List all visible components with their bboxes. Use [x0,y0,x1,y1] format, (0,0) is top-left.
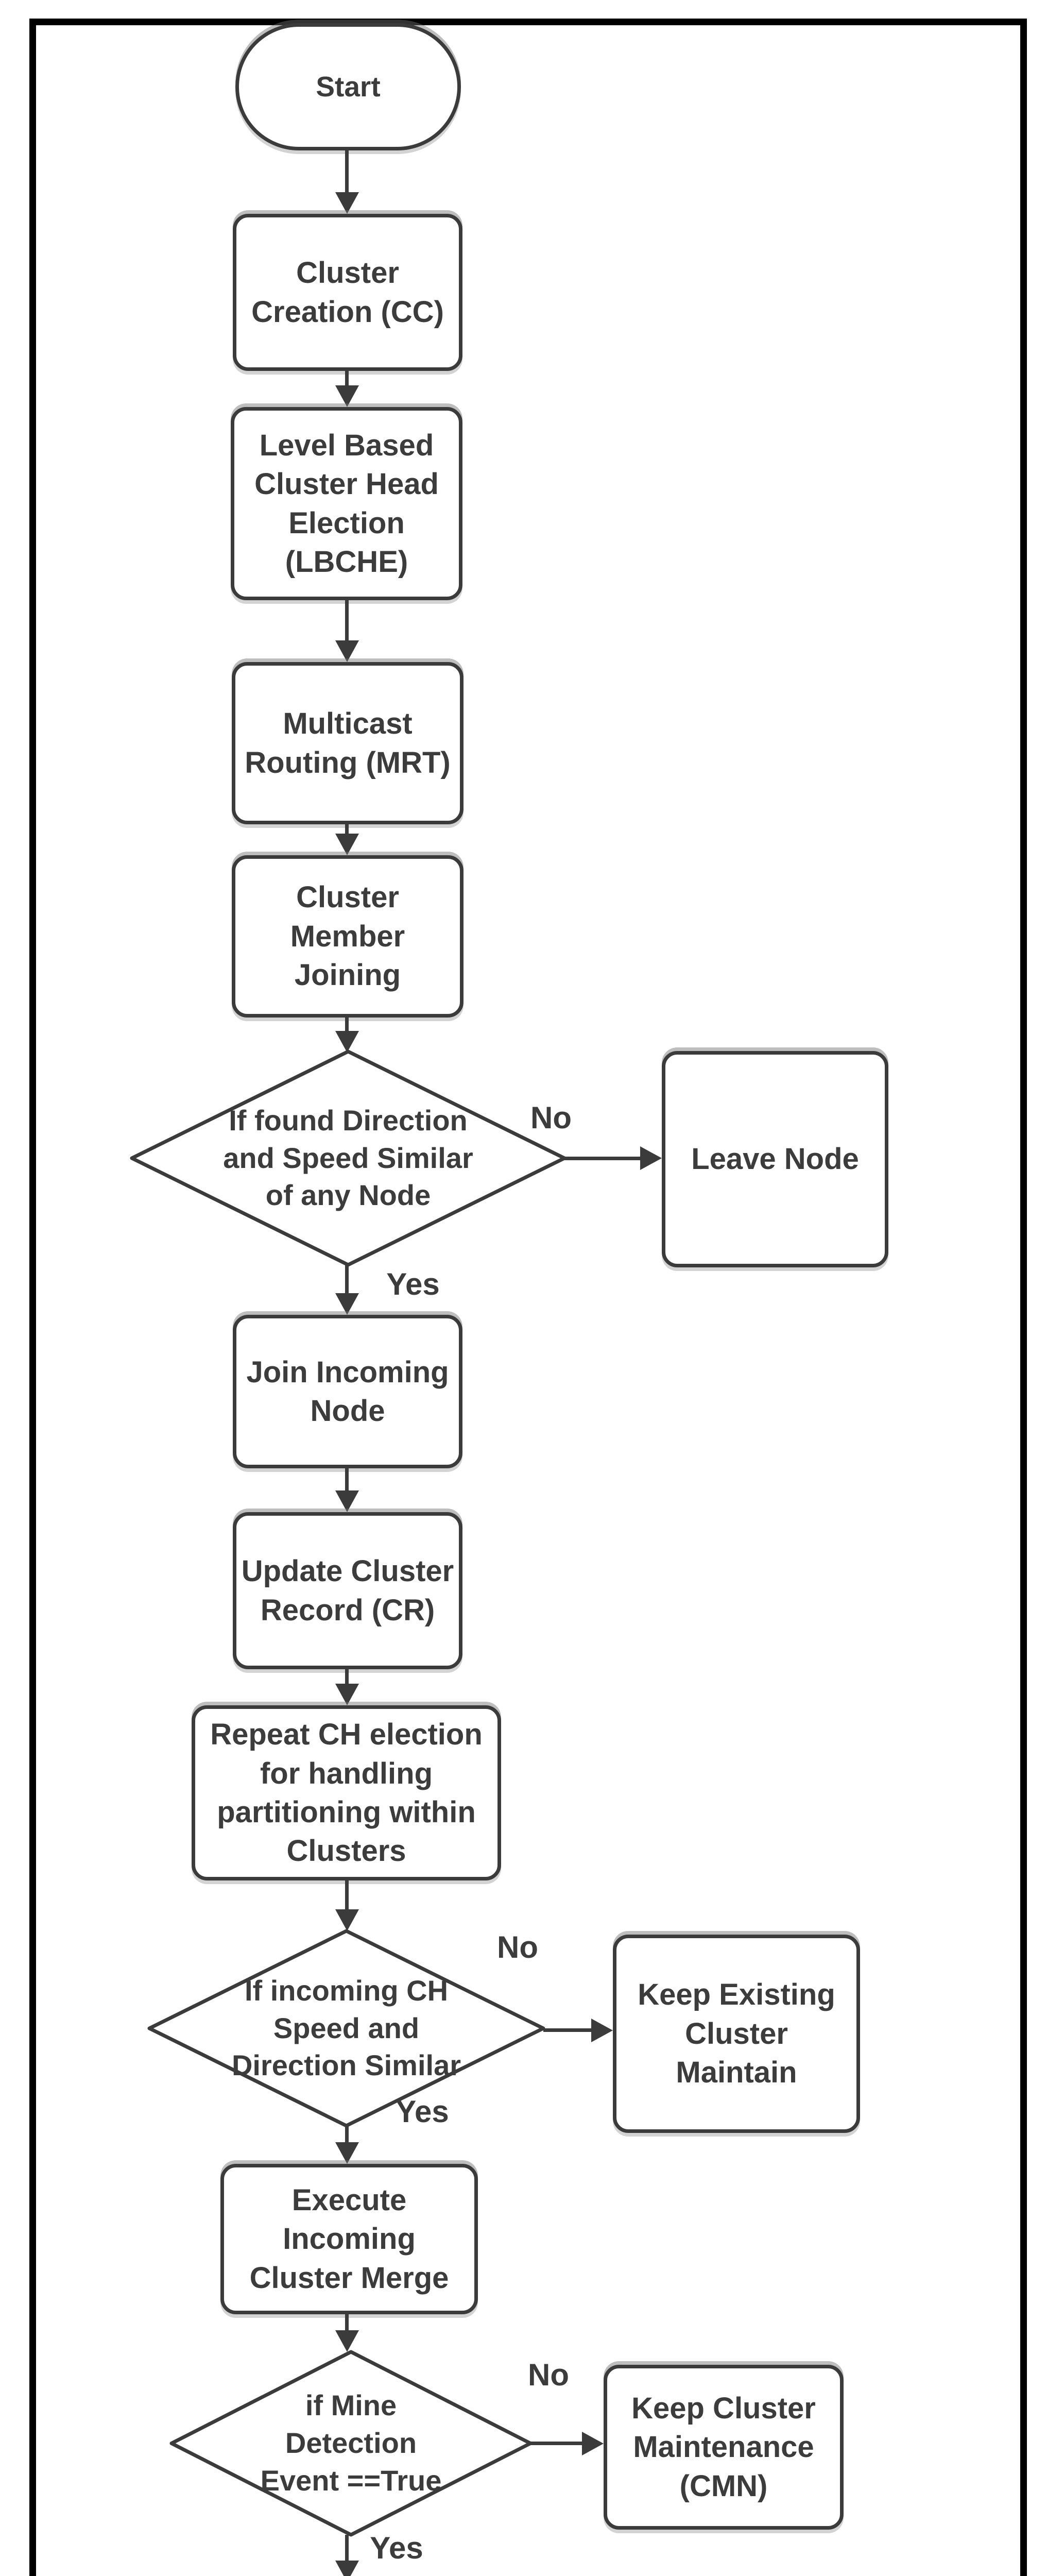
arrowhead-decision2-to-execute-merge [335,2142,359,2164]
arrow-decision3-to-cmn [530,2442,582,2445]
decision-direction-speed-similar: If found Direction and Speed Similar of … [132,1052,564,1265]
process-lbche-label: Level Based Cluster Head Election (LBCHE… [254,428,439,579]
process-execute-cluster-merge: Execute Incoming Cluster Merge [220,2164,478,2314]
arrow-decision3-to-disseminate [345,2535,349,2561]
process-execute-cluster-merge-label: Execute Incoming Cluster Merge [249,2183,449,2295]
arrow-merge-to-decision3 [345,2314,349,2330]
edge-label-yes-2: Yes [396,2094,449,2129]
process-cluster-creation: Cluster Creation (CC) [233,214,462,371]
decision-mine-detection-label: if Mine Detection Event ==True [260,2389,442,2497]
arrow-decision1-to-leave-node [564,1157,640,1160]
arrowhead-cmj-to-decision1 [335,1031,359,1053]
process-join-incoming-node: Join Incoming Node [233,1315,462,1468]
terminator-start-label: Start [316,70,381,103]
arrowhead-jin-to-ucr [335,1490,359,1512]
decision-incoming-ch-similar-label: If incoming CH Speed and Direction Simil… [231,1974,461,2082]
diagram-border-frame [29,19,1027,2576]
arrowhead-mrt-to-cmj [335,834,359,855]
arrowhead-decision3-to-cmn [582,2432,604,2455]
arrow-jin-to-ucr [345,1468,349,1490]
process-keep-cluster-maintenance-label: Keep Cluster Maintenance (CMN) [631,2391,816,2503]
arrowhead-decision2-to-keep-existing [591,2019,613,2042]
arrow-mrt-to-cmj [345,824,349,834]
edge-label-no-1: No [530,1100,572,1135]
arrow-repeat-to-decision2 [345,1880,349,1909]
arrowhead-decision3-to-disseminate [335,2561,359,2576]
edge-label-yes-1: Yes [386,1266,440,1301]
arrow-lbche-to-mrt [345,600,349,640]
process-cluster-member-joining: Cluster Member Joining [232,855,464,1018]
arrow-ucr-to-repeat [345,1669,349,1684]
decision-direction-speed-similar-label: If found Direction and Speed Similar of … [223,1104,473,1212]
decision-mine-detection: if Mine Detection Event ==True [171,2352,530,2535]
process-join-incoming-node-label: Join Incoming Node [246,1355,449,1428]
arrow-decision2-to-execute-merge [345,2126,349,2142]
process-leave-node-label: Leave Node [691,1142,859,1176]
process-keep-existing-cluster: Keep Existing Cluster Maintain [613,1935,860,2133]
process-keep-cluster-maintenance: Keep Cluster Maintenance (CMN) [604,2365,844,2530]
arrowhead-lbche-to-mrt [335,640,359,662]
arrow-cmj-to-decision1 [345,1018,349,1031]
decision-incoming-ch-similar: If incoming CH Speed and Direction Simil… [149,1931,543,2126]
process-update-cluster-record-label: Update Cluster Record (CR) [241,1554,454,1627]
terminator-start: Start [235,23,461,150]
process-leave-node: Leave Node [662,1051,888,1267]
arrowhead-merge-to-decision3 [335,2330,359,2352]
edge-label-no-3: No [528,2358,569,2392]
process-cluster-creation-label: Cluster Creation (CC) [251,256,444,329]
arrowhead-ucr-to-repeat [335,1684,359,1705]
process-lbche: Level Based Cluster Head Election (LBCHE… [231,407,462,600]
process-multicast-routing-label: Multicast Routing (MRT) [245,707,451,779]
arrow-cc-to-lbche [345,371,349,385]
process-keep-existing-cluster-label: Keep Existing Cluster Maintain [638,1978,835,2090]
arrowhead-decision1-to-leave-node [640,1146,662,1170]
edge-label-no-2: No [497,1930,538,1964]
diamond-shape [171,2352,530,2535]
arrow-decision2-to-keep-existing [543,2028,591,2032]
arrow-decision1-to-join-incoming [345,1265,349,1293]
arrowhead-cc-to-lbche [335,385,359,407]
edge-label-yes-3: Yes [370,2530,423,2565]
process-repeat-ch-election: Repeat CH election for handling partitio… [192,1705,501,1880]
arrow-start-to-cc [345,150,349,192]
arrowhead-decision1-to-join-incoming [335,1293,359,1315]
process-cluster-member-joining-label: Cluster Member Joining [290,880,405,992]
process-multicast-routing: Multicast Routing (MRT) [232,662,464,824]
process-repeat-ch-election-label: Repeat CH election for handling partitio… [210,1718,483,1868]
process-update-cluster-record: Update Cluster Record (CR) [233,1512,462,1669]
arrowhead-start-to-cc [335,192,359,214]
arrowhead-repeat-to-decision2 [335,1909,359,1931]
